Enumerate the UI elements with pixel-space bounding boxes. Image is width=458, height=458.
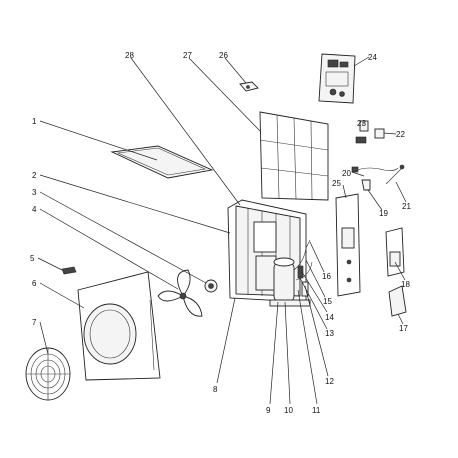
label-3: 3	[32, 188, 37, 197]
label-24: 24	[368, 53, 377, 62]
label-21: 21	[402, 202, 411, 211]
label-7: 7	[32, 318, 37, 327]
label-15: 15	[323, 297, 332, 306]
label-28: 28	[125, 51, 134, 60]
label-10: 10	[284, 406, 293, 415]
fan-motor-part	[204, 279, 218, 293]
label-18: 18	[401, 280, 410, 289]
leader-lines	[37, 56, 407, 405]
part-number-labels: 1 2 3 4 5 6 7 8 9 10 11 12 13 14 15 16 1…	[30, 51, 411, 415]
front-panel-part	[77, 271, 161, 381]
label-5: 5	[30, 254, 35, 263]
label-4: 4	[32, 205, 37, 214]
top-cover-part	[110, 145, 214, 179]
control-board-part	[318, 53, 356, 104]
label-16: 16	[322, 272, 331, 281]
label-9: 9	[266, 406, 271, 415]
cover-plate-part	[388, 285, 407, 317]
clip-part	[361, 179, 371, 191]
label-12: 12	[325, 377, 334, 386]
label-26: 26	[219, 51, 228, 60]
label-8: 8	[213, 385, 218, 394]
label-17: 17	[399, 324, 408, 333]
side-panel-part	[335, 193, 361, 297]
label-22: 22	[396, 130, 405, 139]
small-plate-part	[61, 266, 77, 275]
label-25: 25	[332, 179, 341, 188]
label-6: 6	[32, 279, 37, 288]
rear-grille-part	[259, 111, 329, 201]
label-1: 1	[32, 117, 37, 126]
label-2: 2	[32, 171, 37, 180]
fan-guard-part	[25, 347, 71, 401]
compressor-part	[269, 239, 313, 307]
label-19: 19	[379, 209, 388, 218]
fan-blade-part	[157, 269, 203, 317]
label-23: 23	[357, 119, 366, 128]
terminal-block-part	[355, 120, 385, 144]
label-13: 13	[325, 329, 334, 338]
label-20: 20	[342, 169, 351, 178]
valve-cover-part	[385, 227, 405, 277]
sensor-cable-part	[351, 164, 405, 185]
label-14: 14	[325, 313, 334, 322]
label-11: 11	[312, 406, 321, 415]
bracket-part	[239, 81, 259, 92]
label-27: 27	[183, 51, 192, 60]
